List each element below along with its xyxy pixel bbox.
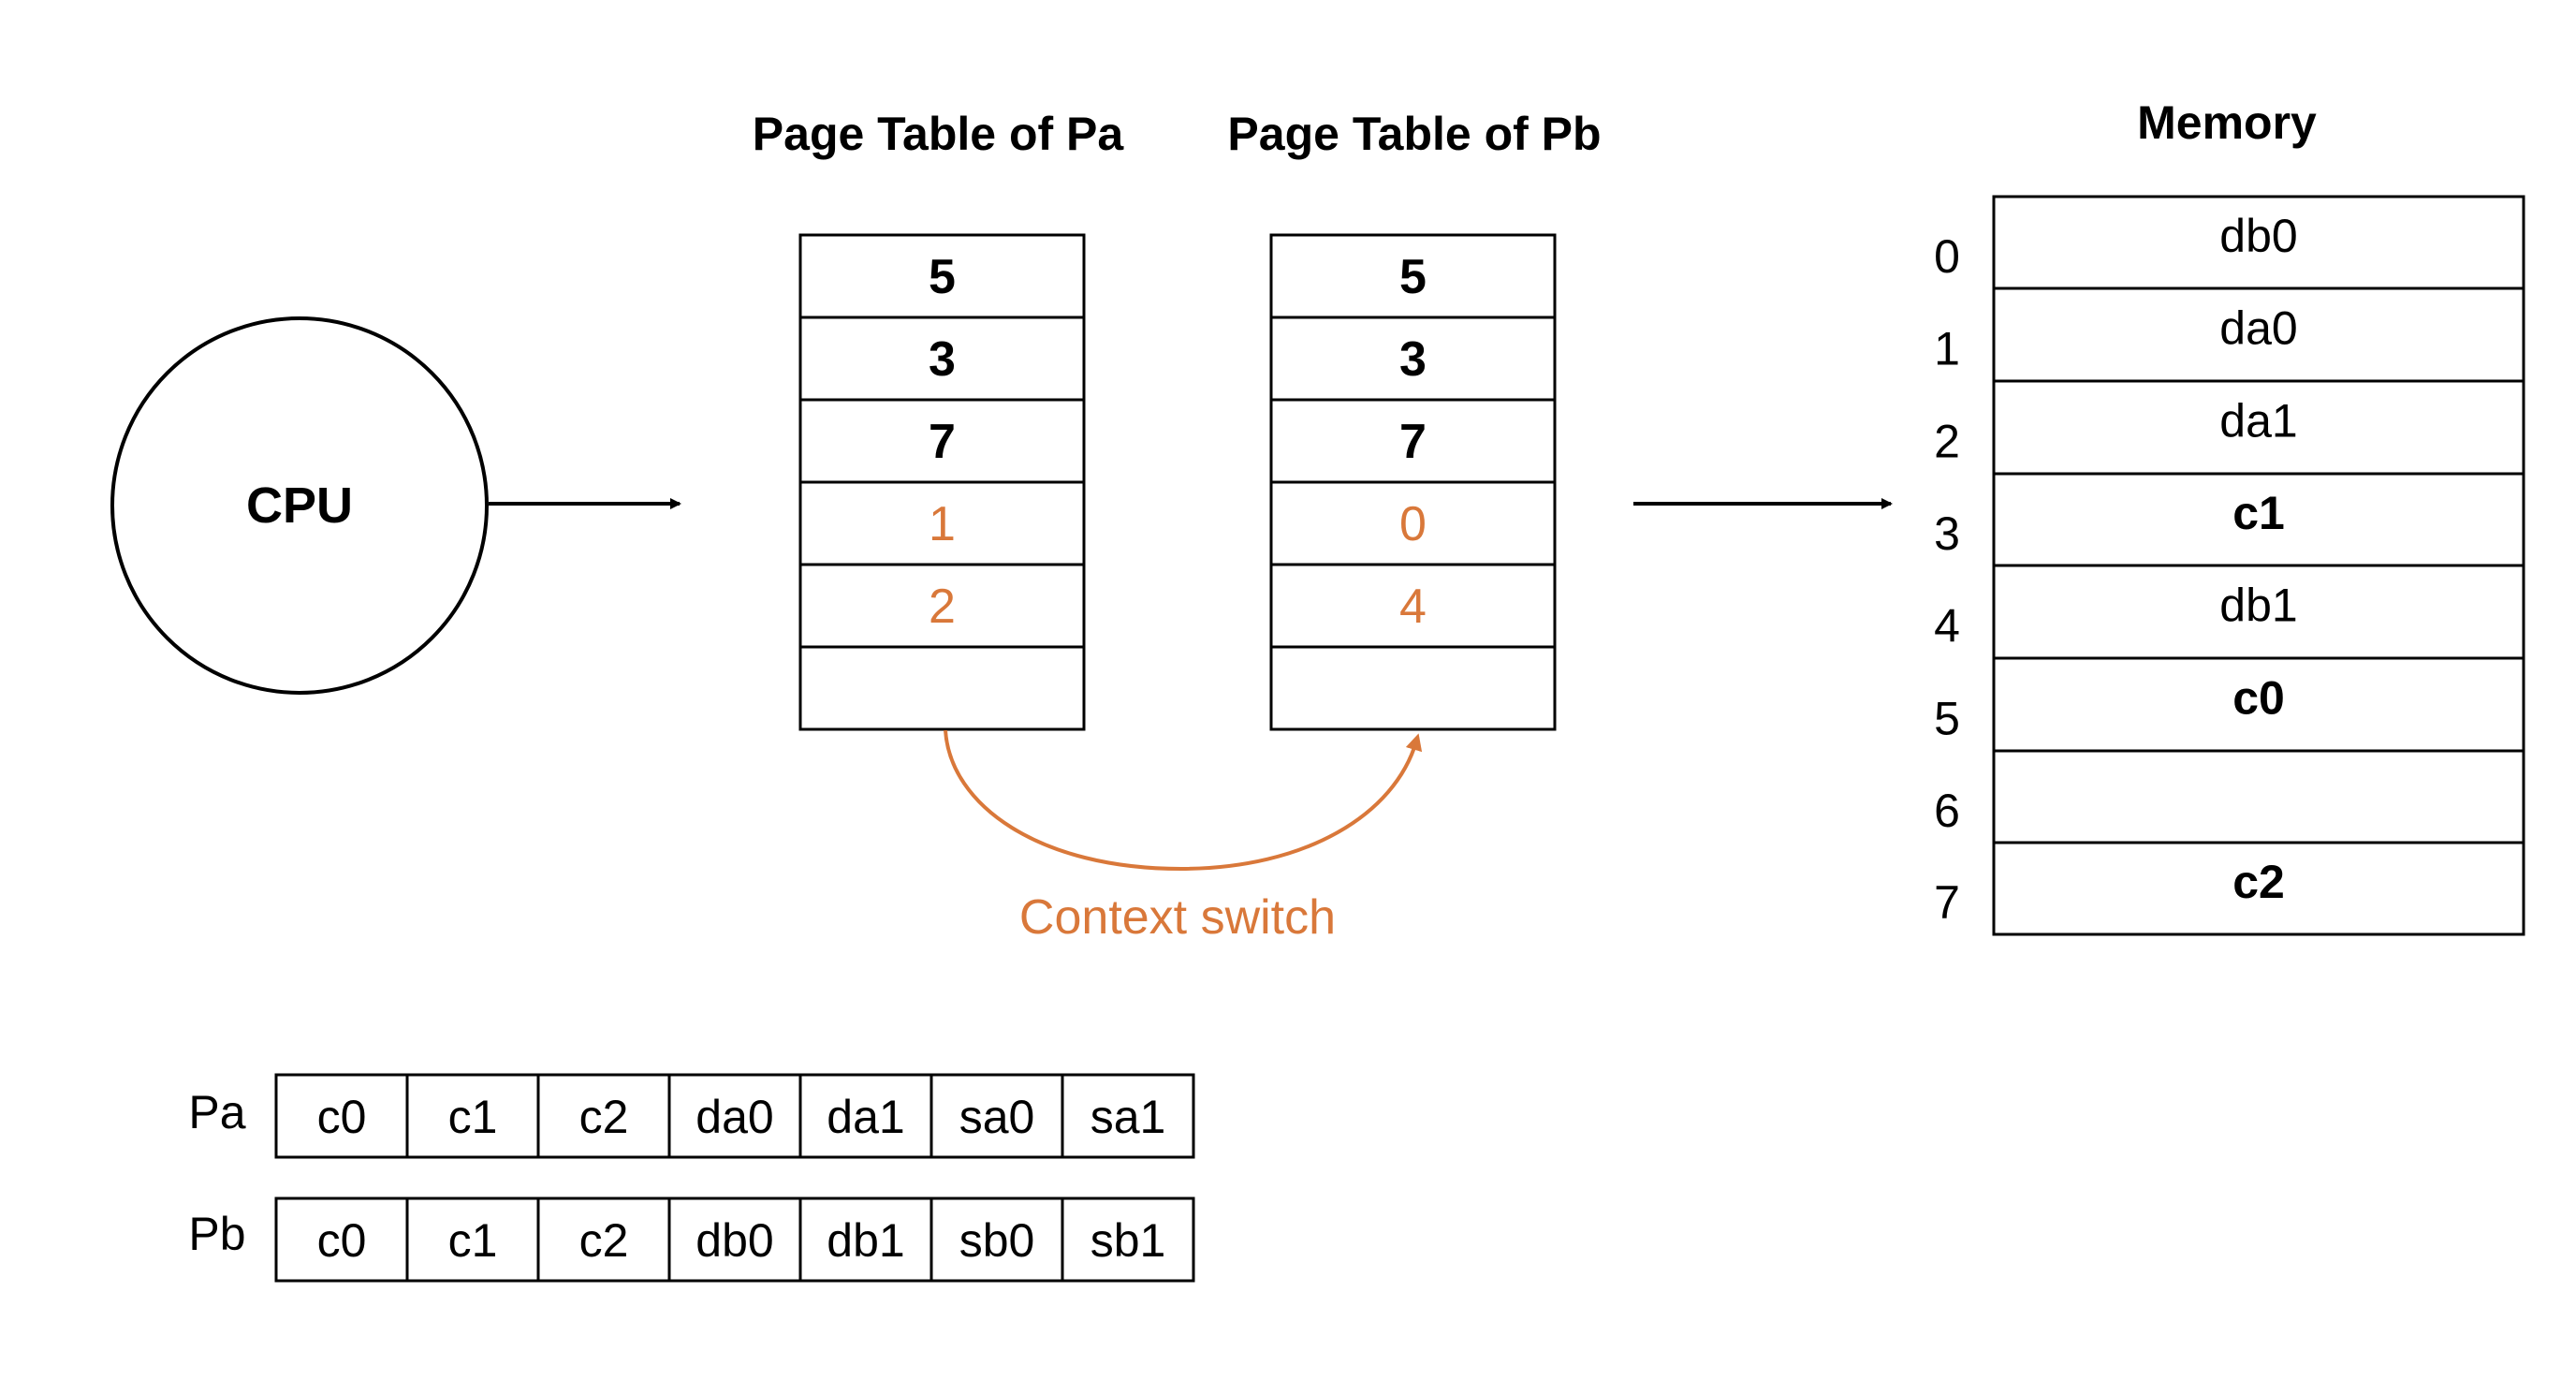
process-a-page-3 xyxy=(667,1073,802,1159)
page-table-a-entry-value-2: 7 xyxy=(929,415,956,469)
page-table-a-entry-4 xyxy=(798,563,1086,649)
page-table-b-entry-value-4: 4 xyxy=(1399,580,1427,634)
process-a-label: Pa xyxy=(188,1086,245,1138)
page-table-b-entry-1 xyxy=(1269,316,1557,402)
page-table-b-entry-value-0: 5 xyxy=(1399,250,1427,304)
process-b-page-6 xyxy=(1061,1196,1195,1283)
page-table-b-entry-value-3: 0 xyxy=(1399,497,1427,551)
process-b-page-label-3: db0 xyxy=(695,1214,773,1267)
memory-frame-index-0: 0 xyxy=(1934,230,1960,283)
memory-frame-4 xyxy=(1992,564,2525,660)
page-table-b-title: Page Table of Pb xyxy=(1227,108,1601,160)
process-b-page-label-6: sb1 xyxy=(1090,1214,1166,1267)
memory-frame-7 xyxy=(1992,841,2525,936)
memory-frame-6 xyxy=(1992,749,2525,844)
process-b-page-label-1: c1 xyxy=(448,1214,498,1267)
memory-frame-1 xyxy=(1992,286,2525,383)
page-table-a-entry-0 xyxy=(798,233,1086,319)
memory-frame-index-6: 6 xyxy=(1934,785,1960,837)
memory-frame-index-1: 1 xyxy=(1934,323,1960,375)
process-a-page-label-3: da0 xyxy=(695,1091,773,1143)
process-a-page-4 xyxy=(798,1073,933,1159)
memory-frame-3 xyxy=(1992,472,2525,567)
memory-frame-content-1: da0 xyxy=(2219,302,2297,355)
page-table-a-entry-5 xyxy=(798,645,1086,731)
process-a-page-0 xyxy=(274,1073,409,1159)
memory-frame-index-2: 2 xyxy=(1934,416,1960,468)
page-table-b-entry-4 xyxy=(1269,563,1557,649)
process-a-page-label-1: c1 xyxy=(448,1091,498,1143)
process-b-page-2 xyxy=(536,1196,671,1283)
process-a-page-label-5: sa0 xyxy=(959,1091,1035,1143)
memory-frame-index-5: 5 xyxy=(1934,693,1960,745)
process-a-page-label-0: c0 xyxy=(317,1091,367,1143)
process-a-pages: c0 c1 c2 da0 da1 sa0 sa1 xyxy=(274,1073,1195,1159)
page-table-b-entry-value-2: 7 xyxy=(1399,415,1427,469)
page-table-a-entry-value-3: 1 xyxy=(929,497,956,551)
process-b-page-0 xyxy=(274,1196,409,1283)
memory-block: db0 0 da0 1 da1 2 c1 3 db1 4 c0 5 6 c2 7 xyxy=(1934,195,2525,936)
process-b-page-5 xyxy=(929,1196,1064,1283)
page-table-a: 5 3 7 1 2 xyxy=(798,233,1086,731)
page-table-a-entry-value-1: 3 xyxy=(929,332,956,387)
memory-frame-content-3: c1 xyxy=(2232,487,2285,539)
memory-frame-index-3: 3 xyxy=(1934,507,1960,560)
memory-frame-0 xyxy=(1992,195,2525,290)
memory-frame-index-4: 4 xyxy=(1934,600,1960,653)
page-table-b-entry-5 xyxy=(1269,645,1557,731)
process-a-page-6 xyxy=(1061,1073,1195,1159)
memory-frame-index-7: 7 xyxy=(1934,876,1960,929)
process-b-page-label-0: c0 xyxy=(317,1214,367,1267)
page-table-b-entry-2 xyxy=(1269,398,1557,484)
page-table-a-title: Page Table of Pa xyxy=(753,108,1125,160)
process-b-page-label-5: sb0 xyxy=(959,1214,1035,1267)
process-a-page-label-6: sa1 xyxy=(1090,1091,1166,1143)
page-table-b: 5 3 7 0 4 xyxy=(1269,233,1557,731)
memory-frame-2 xyxy=(1992,379,2525,476)
process-b-page-label-4: db1 xyxy=(827,1214,904,1267)
process-a-page-2 xyxy=(536,1073,671,1159)
process-b-page-label-2: c2 xyxy=(579,1214,629,1267)
process-a-page-5 xyxy=(929,1073,1064,1159)
process-b-page-1 xyxy=(405,1196,540,1283)
memory-frame-content-7: c2 xyxy=(2232,856,2285,908)
memory-frame-content-5: c0 xyxy=(2232,672,2285,725)
page-table-b-entry-0 xyxy=(1269,233,1557,319)
page-table-a-entry-value-0: 5 xyxy=(929,250,956,304)
page-table-b-entry-3 xyxy=(1269,480,1557,566)
cpu-label: CPU xyxy=(246,477,353,534)
context-switch-label: Context switch xyxy=(1019,890,1336,945)
memory-frame-5 xyxy=(1992,656,2525,753)
page-table-a-entry-value-4: 2 xyxy=(929,580,956,634)
cpu-circle xyxy=(110,316,489,695)
process-b-pages: c0 c1 c2 db0 db1 sb0 sb1 xyxy=(274,1196,1195,1283)
process-a-page-1 xyxy=(405,1073,540,1159)
process-b-page-4 xyxy=(798,1196,933,1283)
process-a-page-label-2: c2 xyxy=(579,1091,629,1143)
memory-frame-content-2: da1 xyxy=(2219,395,2297,448)
memory-frame-content-4: db1 xyxy=(2219,580,2297,632)
page-table-b-entry-value-1: 3 xyxy=(1399,332,1427,387)
page-table-a-entry-3 xyxy=(798,480,1086,566)
page-table-a-entry-2 xyxy=(798,398,1086,484)
process-b-label: Pb xyxy=(188,1208,245,1260)
context-switch-arrow xyxy=(944,729,1423,872)
process-a-page-label-4: da1 xyxy=(827,1091,904,1143)
process-b-page-3 xyxy=(667,1196,802,1283)
memory-title: Memory xyxy=(2137,96,2317,149)
memory-frame-content-0: db0 xyxy=(2219,210,2297,262)
